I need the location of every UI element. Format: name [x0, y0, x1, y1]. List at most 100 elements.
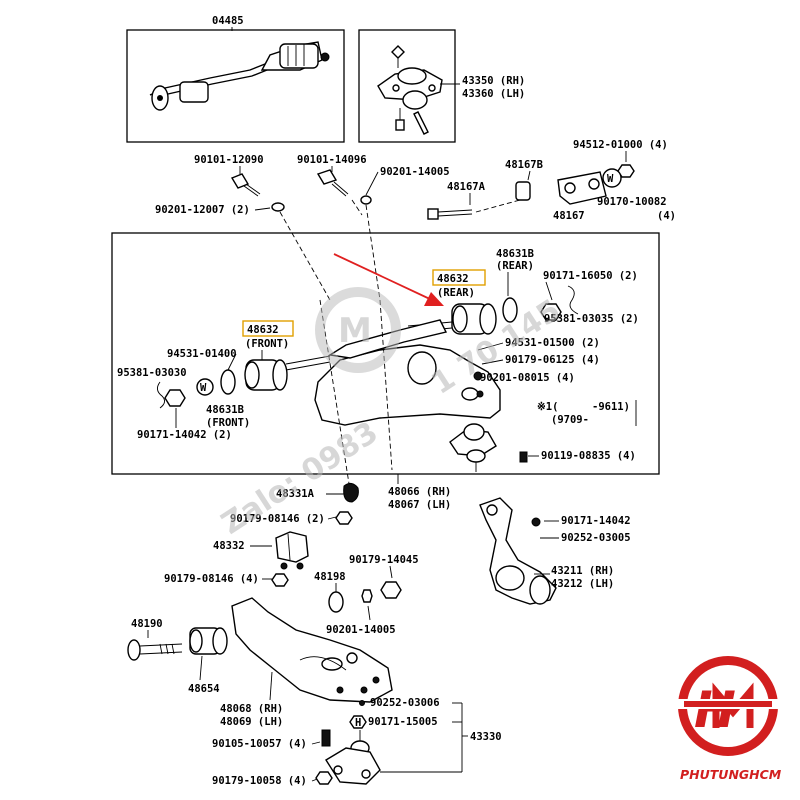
label-90101-14096: 90101-14096 — [297, 154, 367, 166]
bump-stop-48331a — [343, 482, 359, 503]
ball-joint-center — [449, 423, 497, 472]
label-90179-10058: 90179-10058 (4) — [212, 775, 307, 787]
bolt-48190 — [127, 639, 183, 661]
label-90119-08835: 90119-08835 (4) — [541, 450, 636, 462]
label-9709: (9709- — [551, 414, 589, 426]
label-48631b-front: 48631B — [206, 404, 244, 416]
label-90179-06125: 90179-06125 (4) — [505, 354, 600, 366]
svg-text:H: H — [355, 717, 361, 729]
label-95381-03030: 95381-03030 — [117, 367, 187, 379]
label-90252-03006: 90252-03006 — [370, 697, 440, 709]
label-90201-14005-bottom: 90201-14005 — [326, 624, 396, 636]
label-48632-rear: 48632 — [437, 273, 469, 285]
label-94531-01500: 94531-01500 (2) — [505, 337, 600, 349]
label-48631b-rear: 48631B — [496, 248, 534, 260]
label-95381-03035: 95381-03035 (2) — [544, 313, 639, 325]
highlight-48632-rear — [432, 269, 486, 286]
lower-control-arm — [231, 597, 393, 703]
label-04485: 04485 — [212, 15, 244, 27]
pin-95381-03030 — [157, 381, 165, 409]
label-90201-12007: 90201-12007 (2) — [155, 204, 250, 216]
bolt-48167a — [427, 208, 473, 220]
label-90105-10057: 90105-10057 (4) — [212, 738, 307, 750]
label-48631b-front-sub: (FRONT) — [206, 417, 250, 429]
nut-90179-08146-bottom — [271, 573, 289, 587]
label-48167a: 48167A — [447, 181, 486, 193]
pin-95381-03035 — [567, 285, 579, 315]
bushing-48632-front — [244, 355, 331, 391]
bolt-90101-14096 — [316, 169, 349, 197]
bump-stop-48332 — [275, 531, 309, 570]
label-48069: 48069 (LH) — [220, 716, 283, 728]
label-48632-front-sub: (FRONT) — [245, 338, 289, 350]
ball-joint-box — [358, 29, 456, 143]
label-star1: ※1( — [537, 401, 558, 413]
nut-90179-14045 — [380, 581, 402, 599]
label-90201-08015: 90201-08015 (4) — [480, 372, 575, 384]
nut-90171-15005 — [349, 715, 367, 729]
label-90201-14005-top: 90201-14005 — [380, 166, 450, 178]
svg-text:W: W — [200, 382, 207, 394]
label-90101-12090: 90101-12090 — [194, 154, 264, 166]
label-90179-08146-bottom: 90179-08146 (4) — [164, 573, 259, 585]
svg-text:W: W — [607, 173, 614, 185]
bushing-48632-rear — [407, 303, 497, 335]
label-48632-front: 48632 — [247, 324, 279, 336]
washer-90201-14005-top — [360, 195, 372, 205]
label-48067: 48067 (LH) — [388, 499, 451, 511]
brand-logo: H PHUTUNGHCM — [676, 656, 782, 782]
upper-arm-frame — [111, 232, 660, 475]
label-43211: 43211 (RH) — [551, 565, 614, 577]
washer-90201-14005-bottom — [361, 589, 373, 603]
tie-rod-end-drawing — [149, 41, 330, 111]
label-48631b-rear-sub: (REAR) — [496, 260, 534, 272]
label-90170-qty: (4) — [657, 210, 676, 222]
washer-90201-12007 — [271, 202, 285, 212]
nut-90179-08146-top — [335, 511, 353, 525]
nut-90171-16050 — [540, 303, 562, 321]
label-48198: 48198 — [314, 571, 346, 583]
highlight-arrow — [333, 253, 444, 306]
bushing-48198 — [328, 591, 344, 613]
tie-rod-box — [126, 29, 345, 143]
pin-90252-03006 — [359, 700, 365, 706]
label-48632-rear-sub: (REAR) — [437, 287, 475, 299]
svg-text:M: M — [338, 311, 372, 351]
washer-w-front — [196, 378, 214, 396]
bolt-90105-10057 — [321, 729, 331, 747]
label-90171-16050: 90171-16050 (2) — [543, 270, 638, 282]
label-43360: 43360 (LH) — [462, 88, 525, 100]
nut-90179-10058 — [315, 771, 333, 785]
label-90170-10082: 90170-10082 — [597, 196, 667, 208]
label-94512-01000: 94512-01000 (4) — [573, 139, 668, 151]
label-48331a: 48331A — [276, 488, 315, 500]
label-90171-14042: 90171-14042 — [561, 515, 631, 527]
label-48066: 48066 (RH) — [388, 486, 451, 498]
highlight-48632-front — [242, 320, 294, 337]
label-48167: 48167 — [553, 210, 585, 222]
label-94531-01400: 94531-01400 — [167, 348, 237, 360]
label-48654: 48654 — [188, 683, 220, 695]
lower-ball-joint — [325, 730, 381, 785]
brand-logo-text: PHUTUNGHCM — [680, 767, 782, 782]
label-48190: 48190 — [131, 618, 163, 630]
spacer-48167b — [515, 181, 531, 201]
label-48332: 48332 — [213, 540, 245, 552]
label-43330: 43330 — [470, 731, 502, 743]
label-90171-15005: 90171-15005 — [368, 716, 438, 728]
label-90252-03005: 90252-03005 — [561, 532, 631, 544]
label-43212: 43212 (LH) — [551, 578, 614, 590]
label-90179-08146-top: 90179-08146 (2) — [230, 513, 325, 525]
bushing-48654 — [189, 627, 228, 655]
upper-ball-joint-drawing — [377, 45, 443, 135]
label-90179-14045: 90179-14045 — [349, 554, 419, 566]
bolt-90119-08835 — [519, 451, 528, 463]
steering-knuckle — [479, 497, 557, 605]
bolt-90101-12090 — [230, 173, 261, 197]
label-48167b: 48167B — [505, 159, 543, 171]
bracket-48167: W — [557, 168, 622, 205]
label-48068: 48068 (RH) — [220, 703, 283, 715]
label-43350: 43350 (RH) — [462, 75, 525, 87]
washer-48631b-rear — [502, 297, 518, 323]
washer-94531-01400 — [220, 369, 236, 395]
